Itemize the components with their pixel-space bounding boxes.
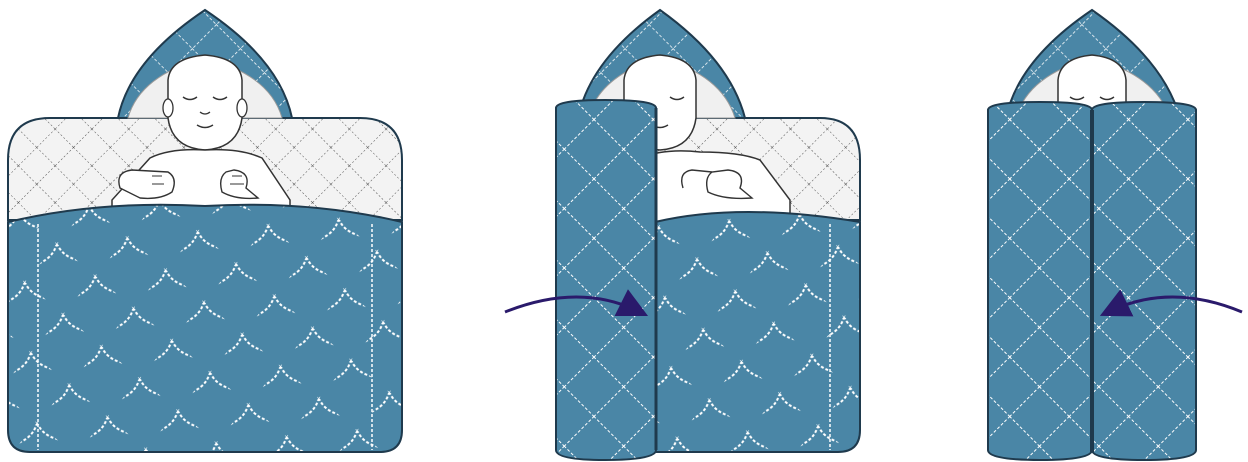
fold-arrow-left <box>1099 289 1243 317</box>
folded-right-flap <box>1091 100 1197 462</box>
folded-left-flap <box>555 98 657 462</box>
blanket-body <box>654 211 861 453</box>
step-1-open-blanket <box>7 8 403 453</box>
folded-left-flap <box>987 100 1093 462</box>
step-2-left-fold <box>504 8 861 462</box>
fold-arrow-right <box>504 289 649 317</box>
step-3-right-fold <box>987 8 1243 462</box>
blanket-body <box>7 203 403 453</box>
